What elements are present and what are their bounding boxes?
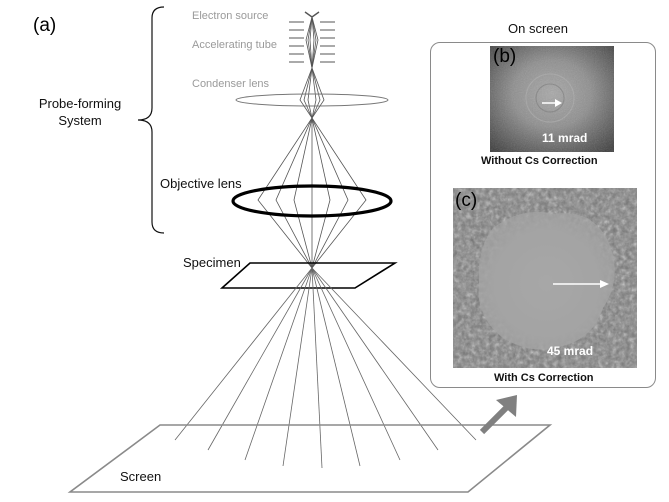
source-rays: [305, 16, 319, 69]
objective-lens: [231, 184, 393, 218]
panel-b-label: (b): [493, 46, 517, 67]
angle-b: 11 mrad: [542, 131, 588, 145]
screen-plane: [67, 424, 553, 493]
accelerating-tube-label: Accelerating tube: [192, 39, 277, 51]
condenser-lens: [235, 93, 389, 107]
probe-forming-system-label: Probe-forming System: [38, 96, 122, 128]
electron-source-label: Electron source: [192, 10, 269, 22]
on-screen-label: On screen: [508, 21, 568, 36]
accelerating-tube-plates: [289, 21, 335, 63]
micrograph-b: (b) 11 mrad: [490, 46, 614, 152]
arrow-b: [542, 99, 562, 107]
specimen-plane: [219, 262, 398, 289]
angle-c: 45 mrad: [547, 344, 594, 358]
specimen-label: Specimen: [183, 255, 241, 270]
electron-source-tip: [304, 11, 320, 18]
micrograph-c: (c) 45 mrad: [453, 188, 637, 368]
arrow-c: [553, 280, 609, 288]
screen-label: Screen: [120, 469, 162, 484]
probe-forming-brace: [137, 6, 165, 234]
screen-to-panel-arrow: [479, 395, 517, 435]
panel-a-label: (a): [33, 15, 57, 36]
panel-c-label: (c): [455, 190, 478, 211]
caption-c: With Cs Correction: [494, 372, 594, 384]
condenser-lens-label: Condenser lens: [192, 78, 270, 90]
caption-b: Without Cs Correction: [481, 155, 598, 167]
condenser-rays: [299, 67, 325, 119]
objective-rays: [257, 117, 367, 269]
objective-lens-label: Objective lens: [160, 176, 242, 191]
screen-rays: [174, 267, 477, 469]
